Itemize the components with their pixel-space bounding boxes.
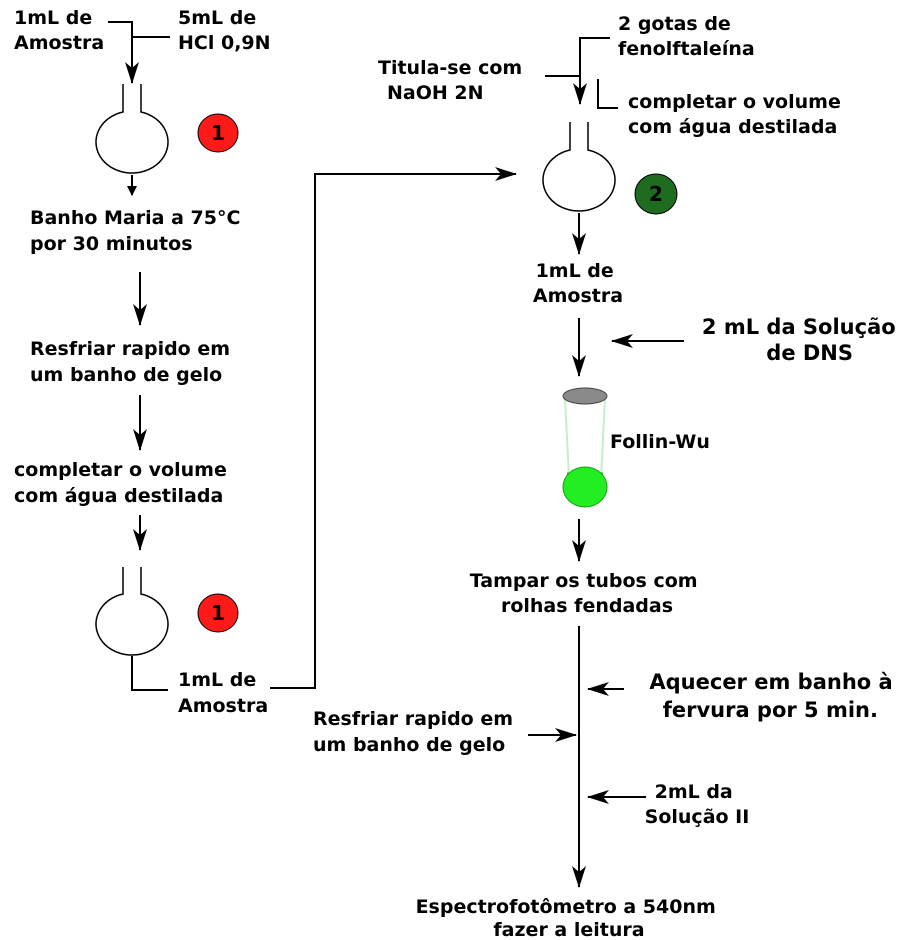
- heat-label: Aquecer em banho à fervura por 5 min.: [649, 670, 900, 722]
- transfer-line: [270, 167, 517, 689]
- dns-label: 2 mL da Solução de DNS: [702, 315, 903, 365]
- titrate-label: Titula-se com NaOH 2N: [378, 57, 529, 104]
- complete-volume-label-right: completar o volume com água destilada: [628, 91, 847, 138]
- cap-tubes-label: Tampar os tubos com rolhas fendadas: [470, 570, 704, 617]
- svg-text:1: 1: [211, 601, 225, 625]
- flask-to-sample-line: [131, 656, 168, 691]
- step-badge-1: 1: [197, 113, 239, 153]
- phenolphthalein-label: 2 gotas de fenolftaleína: [618, 13, 755, 60]
- step-badge-2: 2: [634, 173, 678, 215]
- svg-text:1: 1: [211, 121, 225, 145]
- phenolphthalein-line: [573, 37, 610, 105]
- flask-icon: [95, 84, 169, 174]
- spectrophotometer-label: Espectrofotômetro a 540nm fazer a leitur…: [416, 896, 723, 940]
- tube-cap: [562, 387, 608, 405]
- flask-icon: [542, 122, 616, 212]
- flask-icon: [95, 567, 169, 656]
- cool-label-right: Resfriar rapido em um banho de gelo: [313, 708, 520, 756]
- cool-label-left: Resfriar rapido em um banho de gelo: [30, 338, 237, 386]
- sample-to-flask-line: [108, 21, 139, 84]
- svg-text:2: 2: [649, 182, 663, 206]
- follin-wu-label: Follin-Wu: [610, 431, 710, 453]
- sample-label-3: 1mL de Amostra: [533, 260, 623, 307]
- sample-label-2: 1mL de Amostra: [178, 669, 268, 717]
- test-tube-icon: [562, 387, 608, 508]
- complete-volume-line: [597, 79, 618, 109]
- step-badge-1b: 1: [197, 593, 239, 633]
- solution-2-label: 2mL da Solução II: [645, 781, 750, 828]
- hcl-label: 5mL de HCl 0,9N: [178, 7, 271, 54]
- sample-label-1: 1mL de Amostra: [14, 7, 104, 54]
- complete-volume-label-left: completar o volume com água destilada: [14, 459, 233, 507]
- water-bath-label: Banho Maria a 75°C por 30 minutos: [30, 207, 247, 255]
